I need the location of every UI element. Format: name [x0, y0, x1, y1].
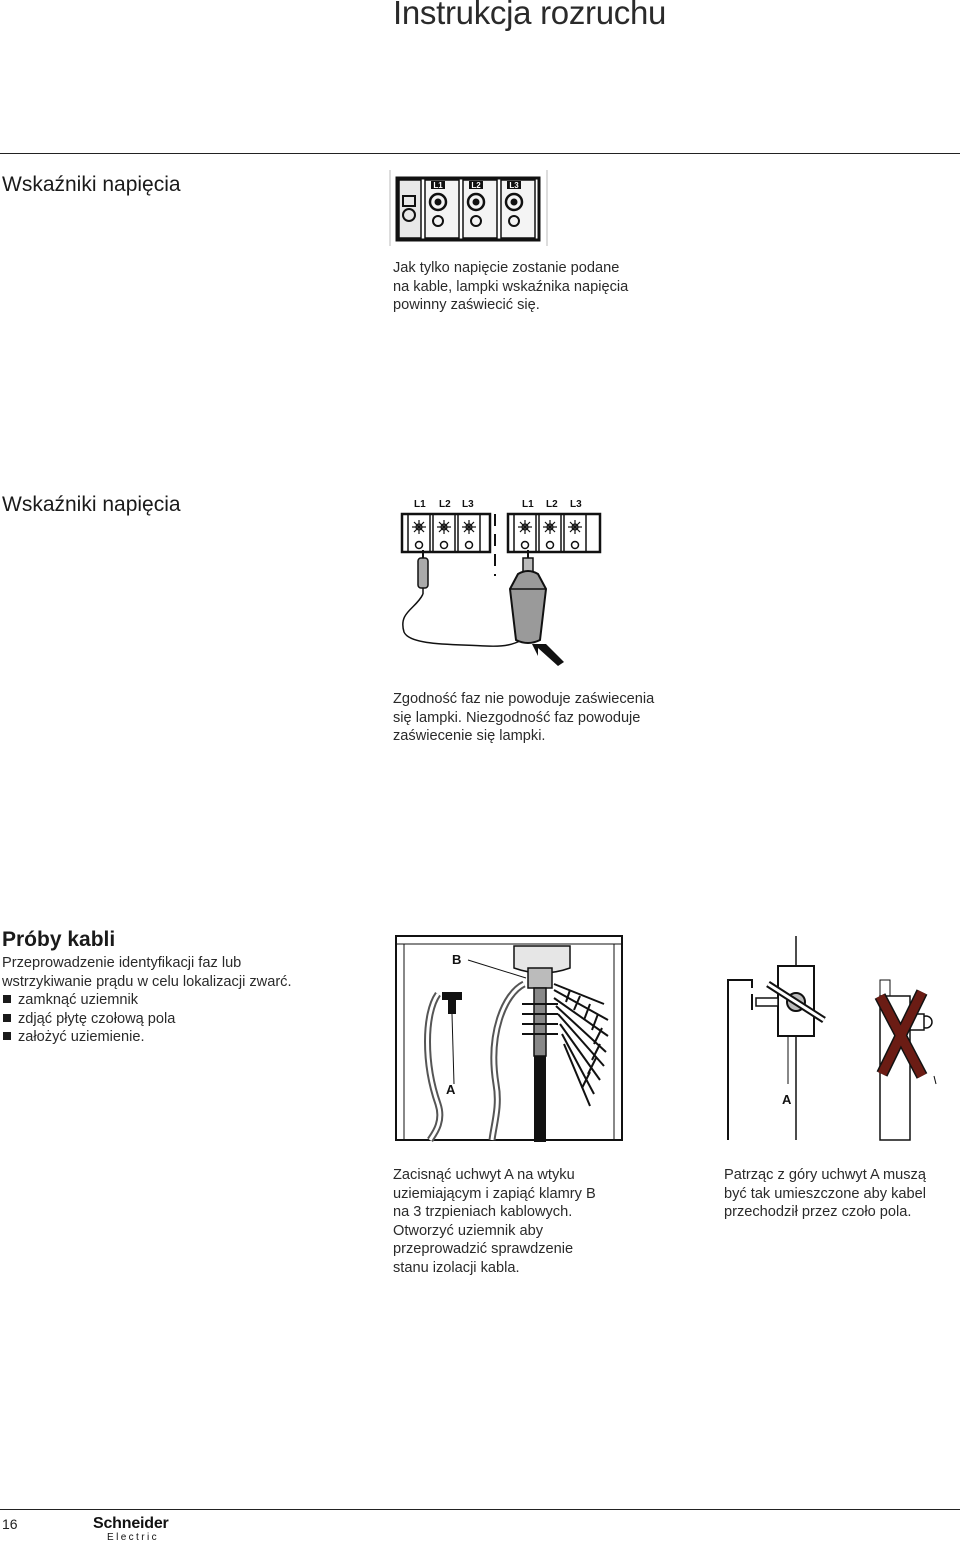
label-clamp-b: B	[452, 952, 461, 967]
clamp-a-icon	[442, 992, 462, 1014]
section-heading-voltage-indicators: Wskaźniki napięcia	[2, 173, 181, 196]
phase-probe-icon	[417, 557, 429, 589]
panel-label-l3: L3	[509, 181, 519, 190]
section-heading-phase-comparison: Wskaźniki napięcia	[2, 493, 181, 516]
top-view-caption: Patrząc z góry uchwyt A muszą być tak um…	[724, 1167, 926, 1221]
cable-tests-steps: zamknąć uziemnik zdjąć płytę czołową pol…	[2, 991, 175, 1047]
top-view-figure: A	[727, 936, 937, 1141]
page-title: Instrukcja rozruchu	[393, 0, 667, 31]
left-panel-label-l2: L2	[439, 499, 451, 510]
phase-comparator-icon	[508, 570, 548, 644]
panel-label-l1: L1	[433, 181, 443, 190]
phase-comparison-figure: L1 L2 L3 L1 L2 L3	[400, 499, 602, 666]
right-panel-label-l3: L3	[570, 499, 582, 510]
phase-comparison-caption: Zgodność faz nie powoduje zaświecenia si…	[393, 691, 655, 745]
right-panel-label-l1: L1	[522, 499, 534, 510]
left-panel-label-l3: L3	[462, 499, 474, 510]
step-item: zamknąć uziemnik	[2, 991, 175, 1010]
logo-brand-bottom: Electric	[107, 1532, 159, 1543]
header-rule	[0, 153, 960, 154]
step-item: założyć uziemienie.	[2, 1028, 175, 1047]
panel-label-l2: L2	[471, 181, 481, 190]
grounding-clamp-figure: B A	[395, 935, 623, 1142]
footer-rule	[0, 1509, 960, 1510]
cable-tests-intro: Przeprowadzenie identyfikacji faz lub ws…	[2, 955, 292, 990]
right-panel-label-l2: L2	[546, 499, 558, 510]
section-heading-cable-tests: Próby kabli	[2, 928, 116, 951]
left-panel-label-l1: L1	[414, 499, 426, 510]
clamp-procedure-caption: Zacisnąć uchwyt A na wtyku uziemiającym …	[393, 1167, 596, 1276]
label-clamp-a: A	[446, 1082, 456, 1097]
arrow-icon	[532, 640, 564, 666]
logo-brand-top: Schneider	[93, 1515, 169, 1532]
indicator-lamp-icon	[466, 192, 486, 212]
schneider-electric-logo: Schneider Electric	[93, 1516, 169, 1544]
voltage-indicator-panel-figure: L1 L2 L3	[389, 170, 548, 246]
indicator-lamp-icon	[504, 192, 524, 212]
page-number: 16	[2, 1516, 18, 1532]
label-clamp-a-top: A	[782, 1092, 792, 1107]
indicator-lamp-icon	[428, 192, 448, 212]
voltage-indicator-caption: Jak tylko napięcie zostanie podane na ka…	[393, 260, 629, 314]
step-item: zdjąć płytę czołową pola	[2, 1010, 175, 1029]
